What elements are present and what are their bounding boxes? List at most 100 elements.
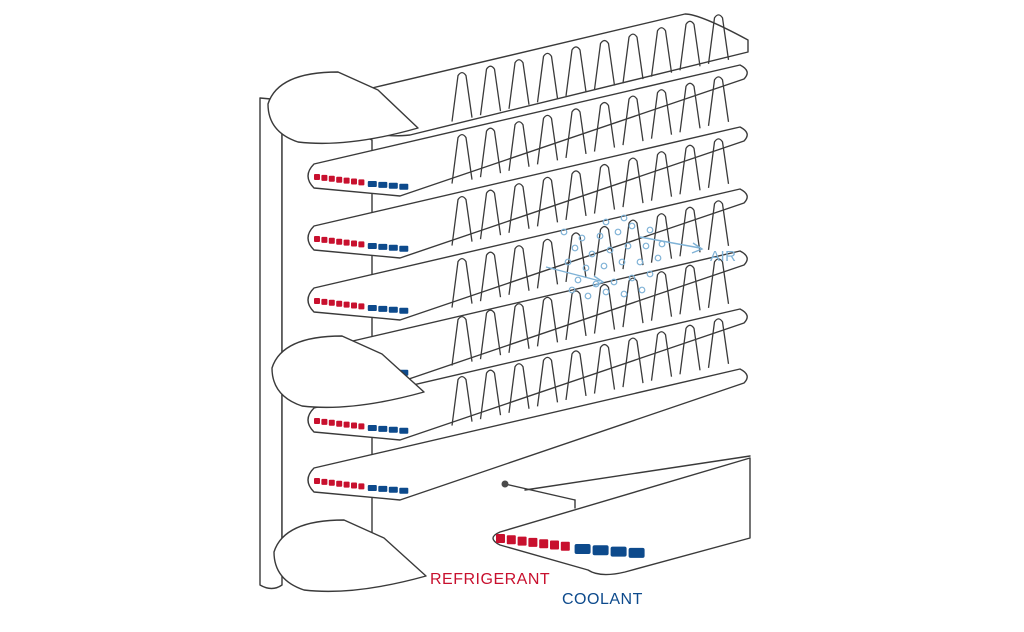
tube-channels — [314, 174, 409, 190]
fin — [479, 251, 502, 302]
refrigerant-channel — [336, 480, 343, 487]
air-flow-arrow-left-head — [592, 275, 605, 287]
refrigerant-channel — [560, 541, 570, 551]
refrigerant-channel — [336, 420, 343, 427]
refrigerant-channel — [336, 176, 343, 183]
baffle-plate — [267, 71, 419, 145]
refrigerant-channel — [336, 238, 343, 245]
refrigerant-channel — [343, 481, 350, 488]
fin — [707, 138, 730, 188]
refrigerant-channel — [343, 301, 350, 308]
tube-cross-section — [492, 455, 751, 576]
air-bubble — [578, 234, 586, 242]
air-bubble — [606, 246, 614, 254]
refrigerant-channel — [314, 478, 320, 484]
fin — [508, 245, 530, 295]
baffle-plates — [267, 71, 427, 593]
fin — [536, 238, 559, 289]
tube-channels — [314, 236, 409, 252]
fin — [451, 375, 473, 426]
baffle-plate — [273, 519, 427, 593]
air-bubble — [620, 290, 628, 298]
coolant-channel — [367, 305, 377, 311]
fin — [707, 200, 730, 250]
coolant-channel — [378, 485, 388, 492]
refrigerant-channel — [328, 175, 335, 182]
fin — [451, 257, 473, 308]
refrigerant-channel — [328, 479, 335, 486]
fin — [479, 309, 502, 360]
refrigerant-channel — [314, 418, 320, 424]
air-bubble — [646, 226, 654, 234]
refrigerant-channel — [321, 478, 328, 485]
fin — [679, 82, 701, 133]
callout-dot — [501, 480, 509, 488]
tube — [307, 188, 748, 321]
fin — [451, 133, 473, 184]
fin — [536, 296, 559, 347]
refrigerant-channel — [321, 236, 328, 243]
fin — [508, 363, 530, 413]
air-bubble — [658, 240, 666, 248]
air-bubble — [592, 280, 600, 288]
fin-row — [451, 318, 730, 426]
fin — [650, 89, 673, 139]
refrigerant-channel — [314, 174, 320, 180]
tube-channels — [314, 478, 409, 494]
coolant-channel — [367, 243, 377, 249]
fin — [622, 337, 644, 388]
fin — [679, 206, 701, 257]
coolant-channel — [399, 307, 409, 314]
refrigerant-channel — [539, 539, 549, 549]
refrigerant-channel — [358, 179, 365, 186]
refrigerant-channel — [321, 298, 328, 305]
refrigerant-channel — [314, 236, 320, 242]
refrigerant-channel — [506, 535, 516, 545]
fin — [650, 213, 673, 263]
tube-channels — [314, 418, 409, 434]
refrigerant-channel — [351, 482, 357, 489]
coolant-channel — [378, 425, 388, 432]
refrigerant-channel — [351, 422, 357, 429]
air-bubble — [624, 242, 632, 250]
air-bubble — [571, 244, 579, 252]
coolant-channel — [610, 546, 627, 557]
tube-channels — [314, 298, 409, 314]
fin — [650, 271, 673, 321]
refrigerant-channel — [343, 421, 350, 428]
coolant-channel — [592, 545, 609, 556]
coolant-label: COOLANT — [562, 591, 643, 608]
fin — [650, 27, 673, 77]
refrigerant-channel — [517, 536, 527, 546]
refrigerant-channel — [358, 483, 365, 490]
air-flow-arrow-left — [545, 266, 601, 282]
cross-section-channels — [496, 534, 645, 558]
fin — [565, 290, 587, 341]
coolant-channel — [628, 547, 645, 558]
air-label: AIR — [710, 248, 737, 265]
refrigerant-channel — [351, 240, 357, 247]
tube — [307, 64, 748, 197]
fin — [479, 369, 502, 420]
air-bubble — [584, 292, 592, 300]
air-bubble — [646, 270, 654, 278]
refrigerant-channel — [358, 241, 365, 248]
refrigerant-channel — [328, 299, 335, 306]
coolant-channel — [388, 486, 398, 493]
fin — [508, 121, 530, 171]
air-bubble — [582, 264, 590, 272]
air-flow — [545, 214, 704, 300]
air-bubble — [588, 250, 596, 258]
coolant-channel — [378, 243, 388, 250]
air-bubble — [600, 262, 608, 270]
fin — [622, 157, 644, 208]
fin — [593, 163, 616, 214]
fin — [508, 303, 530, 353]
fin-row — [451, 76, 730, 184]
air-bubble — [568, 286, 576, 294]
fin — [650, 331, 673, 381]
fin — [479, 127, 502, 178]
fin — [707, 14, 730, 64]
air-bubble — [602, 288, 610, 296]
